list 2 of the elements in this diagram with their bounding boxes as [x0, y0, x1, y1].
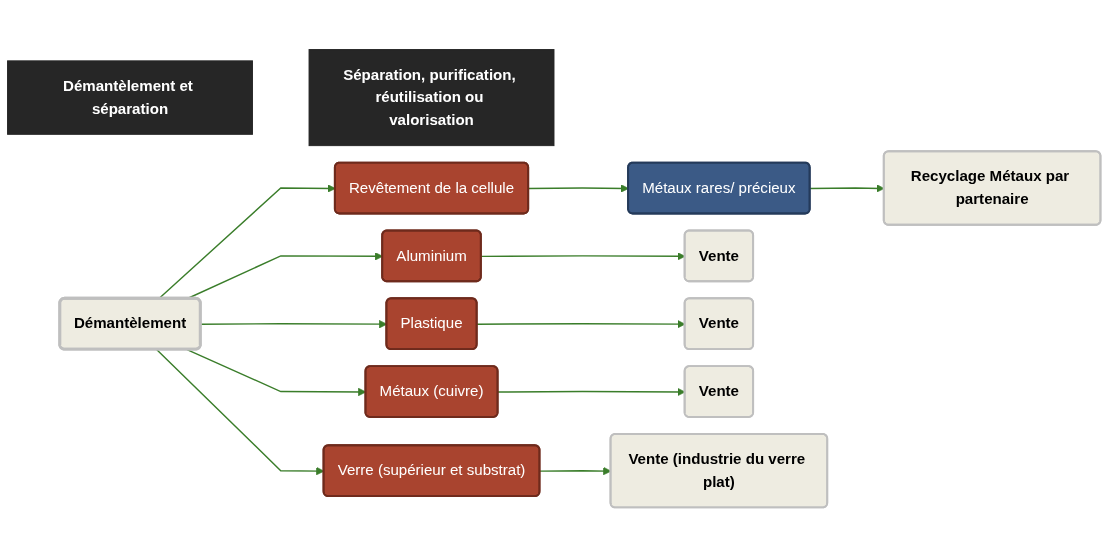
node-box: Séparation, purification, réutilisation ou valorisation — [308, 49, 555, 147]
node-box: Démantèlement et séparation — [7, 60, 253, 135]
